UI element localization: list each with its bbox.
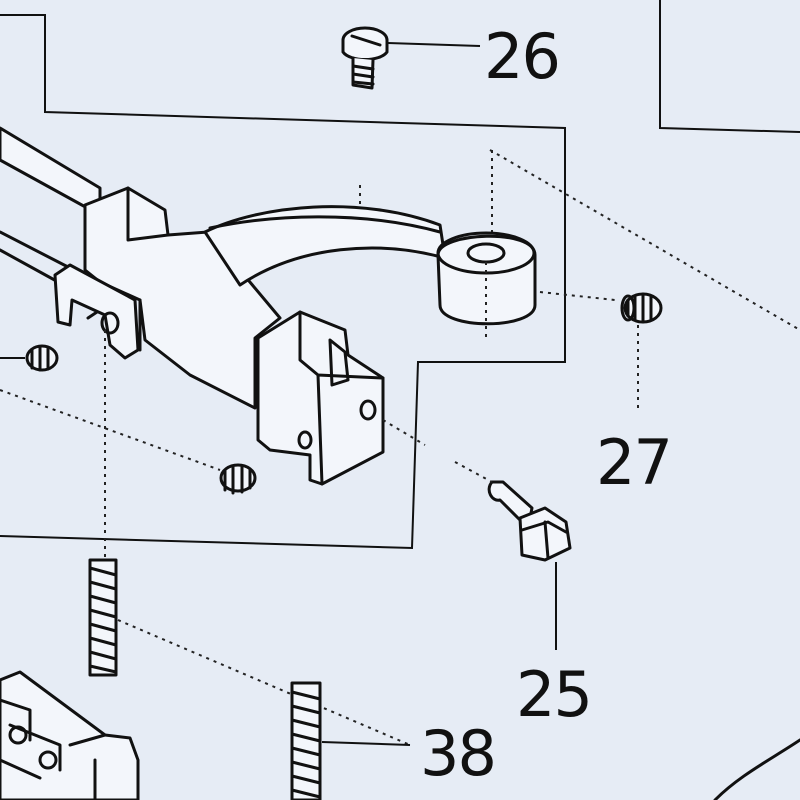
- base-block-partial: [0, 670, 140, 800]
- callout-26: 26: [484, 20, 559, 93]
- callout-27: 27: [596, 426, 671, 499]
- arm-assembly: [0, 126, 537, 486]
- set-screw-icon: [0, 389, 257, 495]
- set-screw-icon: [0, 344, 59, 372]
- pin-icon: [382, 419, 572, 650]
- spring-icon: [290, 681, 411, 800]
- frame-contour-partial: [713, 738, 800, 800]
- spring-icon: [88, 330, 411, 746]
- callout-25: 25: [516, 658, 591, 731]
- callout-38: 38: [420, 717, 495, 790]
- assembly-bracket-lines: [0, 0, 800, 550]
- set-screw-icon: [539, 291, 663, 408]
- screw-icon: [341, 26, 481, 90]
